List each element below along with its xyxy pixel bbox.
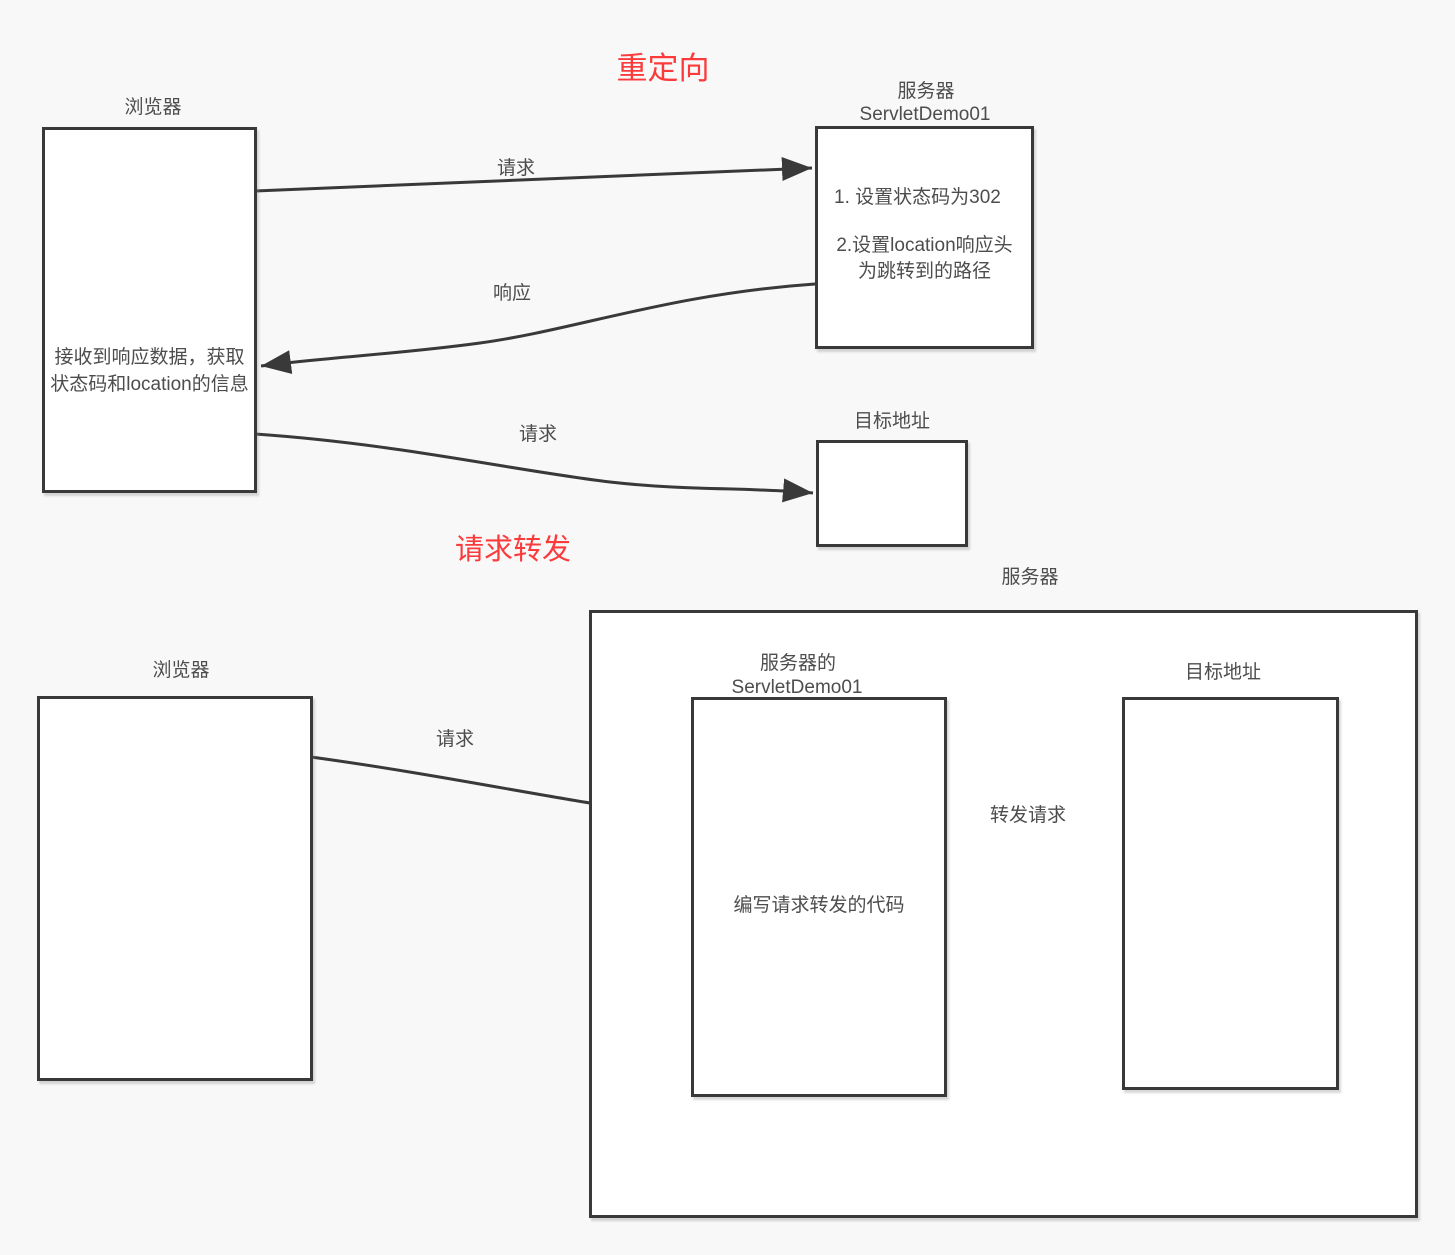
- forward-browser-label: 浏览器: [152, 660, 210, 681]
- redirect-target-box: [816, 440, 968, 547]
- forward-server-label: 服务器: [1001, 567, 1059, 588]
- forward-target-box: [1122, 697, 1339, 1090]
- forward-dispatch-arrow-label: 转发请求: [989, 805, 1067, 826]
- redirect-server-label-line1: 服务器: [897, 81, 955, 102]
- redirect-response-arrow: [260, 282, 816, 375]
- redirect-server-step1: 1. 设置状态码为302: [834, 187, 1001, 208]
- redirect-browser-label: 浏览器: [124, 97, 182, 118]
- forward-title: 请求转发: [454, 534, 572, 566]
- redirect-target-label: 目标地址: [853, 411, 931, 432]
- redirect-server-step2: 2.设置location响应头为跳转到的路径: [836, 235, 1013, 282]
- forward-servlet-note: 编写请求转发的代码: [733, 895, 905, 916]
- redirect-request-arrow-label: 请求: [496, 158, 536, 179]
- redirect-browser-note: 接收到响应数据，获取状态码和location的信息: [50, 347, 249, 395]
- forward-servlet-label-line1: 服务器的: [759, 653, 837, 674]
- redirect-response-arrow-label: 响应: [492, 283, 532, 304]
- redirect-server-steps: 1. 设置状态码为302 2.设置location响应头为跳转到的路径: [818, 185, 1031, 285]
- redirect-browser-box: 接收到响应数据，获取状态码和location的信息: [42, 127, 257, 493]
- redirect-server-box: 1. 设置状态码为302 2.设置location响应头为跳转到的路径: [815, 126, 1034, 349]
- redirect-server-label-line2: ServletDemo01: [859, 104, 991, 125]
- forward-browser-box: [37, 696, 313, 1081]
- forward-request-arrow-label: 请求: [435, 729, 475, 750]
- forward-servlet-label-line2: ServletDemo01: [731, 677, 863, 698]
- redirect-request2-arrow-label: 请求: [518, 424, 558, 445]
- redirect-title: 重定向: [616, 51, 710, 86]
- forward-target-label: 目标地址: [1184, 662, 1262, 683]
- forward-servlet-box: 编写请求转发的代码: [691, 697, 947, 1097]
